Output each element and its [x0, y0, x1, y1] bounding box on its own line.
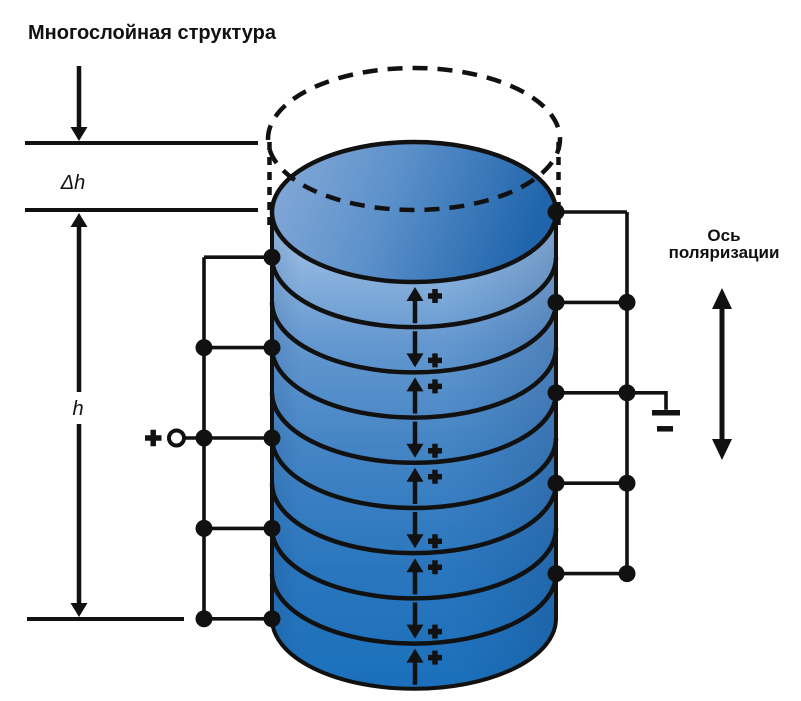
plus-sign: [428, 534, 442, 549]
electrode-dot: [263, 339, 281, 357]
h-arrowhead-up: [70, 213, 88, 227]
layer-boundary-arc: [269, 392, 559, 466]
electrode-dot: [547, 565, 565, 583]
h-dimension: h: [27, 213, 184, 621]
polarization-arrow-down: [406, 331, 442, 368]
delta-h-dimension: Δh: [25, 66, 258, 212]
positive-terminal: [145, 428, 204, 448]
polarization-arrow-up: [406, 558, 442, 595]
electrode-dot: [263, 429, 281, 447]
layer-boundary-arc: [269, 437, 559, 511]
arrowhead-up: [406, 467, 424, 482]
diagram-title: Многослойная структура: [28, 22, 277, 44]
junction-dot: [618, 474, 636, 492]
layer-boundary-arc: [269, 257, 559, 330]
layer-boundary-arc: [269, 347, 559, 420]
polarization-arrow-down: [406, 512, 442, 549]
polarization-arrow-down: [406, 602, 442, 639]
polarization-arrow-up: [406, 287, 442, 324]
junction-dot: [195, 610, 213, 628]
layer-boundary-arc: [269, 528, 559, 601]
polarization-arrow-up: [406, 467, 442, 504]
electrode-dot: [547, 293, 565, 311]
layer-boundaries: [269, 257, 559, 646]
plus-terminal-symbol: [145, 429, 162, 447]
junction-dot: [618, 293, 636, 311]
arrowhead-down: [406, 443, 424, 458]
displaced-top-dashed-ellipse: [265, 65, 563, 213]
terminal-circle: [167, 428, 186, 448]
polarization-arrow-up: [406, 648, 442, 685]
arrowhead-down: [406, 534, 424, 549]
junction-dot: [195, 339, 213, 357]
plus-sign: [428, 560, 442, 575]
h-arrowhead-down: [70, 603, 88, 617]
polarization-axis-annotation: Ось поляризации: [669, 226, 780, 460]
layer-boundary-arc: [269, 302, 559, 375]
layer-boundary-arc: [269, 483, 559, 556]
electrode-dot: [547, 203, 565, 221]
layer-boundary-arc: [269, 573, 559, 646]
axis-label-line2: поляризации: [669, 243, 780, 262]
right-electrode-bus: [547, 203, 636, 583]
ground-terminal: [627, 391, 680, 432]
plus-sign: [428, 289, 442, 303]
ground-lead: [627, 391, 668, 410]
layer-polarization-arrows: [406, 287, 442, 685]
electrode-dot: [263, 248, 281, 266]
plus-sign: [428, 443, 442, 458]
arrowhead-up: [406, 558, 424, 573]
axis-label-line1: Ось: [707, 226, 740, 245]
plus-sign: [428, 353, 442, 368]
plus-sign: [428, 650, 442, 665]
polarization-arrow-down: [406, 421, 442, 458]
arrowhead-up: [406, 648, 424, 663]
arrowhead-down: [406, 353, 424, 368]
plus-sign: [428, 379, 442, 394]
delta-h-label: Δh: [60, 172, 86, 194]
arrowhead-up: [406, 287, 424, 301]
polarization-arrow-up: [406, 377, 442, 414]
electrode-dot: [547, 384, 565, 402]
arrowhead-down: [406, 624, 424, 639]
left-electrode-bus: [195, 248, 281, 628]
electrode-dot: [547, 474, 565, 492]
delta-h-arrowhead-down: [70, 127, 88, 141]
electrode-dot: [263, 519, 281, 537]
cylinder-outline: [270, 212, 558, 691]
electrode-dot: [263, 610, 281, 628]
junction-dot: [195, 519, 213, 537]
plus-sign: [428, 469, 442, 484]
polarization-axis-arrowhead-up: [712, 288, 732, 309]
polarization-axis-arrowhead-down: [712, 439, 732, 460]
junction-dot: [618, 565, 636, 583]
arrowhead-up: [406, 377, 424, 392]
plus-sign: [428, 624, 442, 639]
h-label: h: [72, 398, 83, 420]
terminal-symbols: [145, 391, 680, 448]
